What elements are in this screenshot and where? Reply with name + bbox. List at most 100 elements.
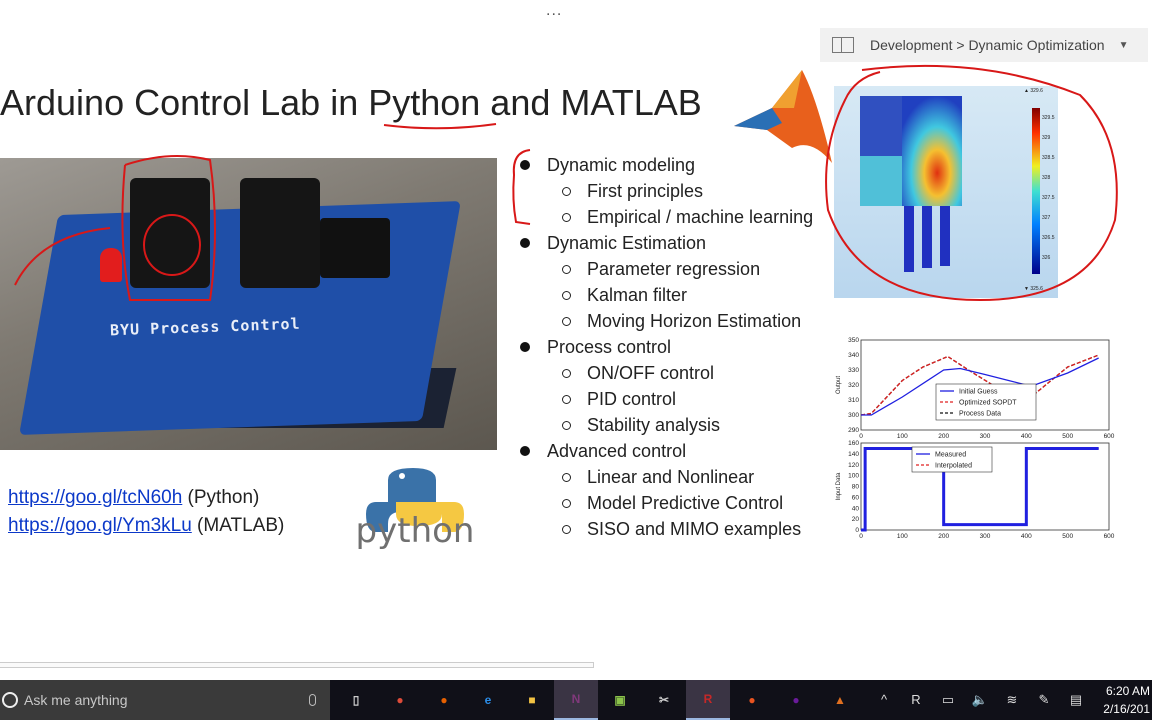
bullet-item: Process control — [520, 334, 813, 360]
cortana-search[interactable]: Ask me anything — [0, 680, 330, 720]
y-tick-label: 20 — [852, 516, 860, 523]
tray-icon[interactable]: ^ — [880, 692, 888, 707]
x-tick-label: 100 — [897, 533, 908, 540]
bullet-icon — [562, 524, 571, 534]
taskbar-task-view[interactable]: ▯ — [334, 680, 378, 720]
bullet-item: Dynamic Estimation — [520, 230, 813, 256]
matlab-link[interactable]: https://goo.gl/Ym3kLu — [8, 515, 192, 536]
bullet-item: Model Predictive Control — [520, 490, 813, 516]
y-tick-label: 60 — [852, 494, 860, 501]
y-tick-label: 290 — [848, 427, 859, 434]
bullet-item: Kalman filter — [520, 282, 813, 308]
x-tick-label: 400 — [1021, 533, 1032, 540]
colorbar-tick: 326 — [1042, 255, 1051, 261]
bullet-icon — [562, 316, 571, 326]
bullet-text: Empirical / machine learning — [587, 207, 814, 227]
tray-icon[interactable]: ▤ — [1069, 692, 1083, 707]
legend-label: Measured — [935, 452, 966, 459]
system-tray: ^ R ▭ 🔈 ≋ ✎ ▤ — [868, 692, 1092, 708]
x-tick-label: 100 — [897, 433, 908, 440]
bullet-icon — [562, 212, 571, 222]
x-tick-label: 0 — [859, 433, 863, 440]
tray-icon[interactable]: ▭ — [941, 692, 955, 707]
taskbar-app-dots[interactable]: ● — [774, 680, 818, 720]
y-tick-label: 160 — [848, 440, 859, 447]
bullet-item: Empirical / machine learning — [520, 204, 813, 230]
x-tick-label: 300 — [980, 533, 991, 540]
taskbar-ubuntu[interactable]: ● — [730, 680, 774, 720]
bullet-icon — [520, 446, 530, 456]
bullet-text: ON/OFF control — [587, 363, 715, 383]
horizontal-scrollbar[interactable] — [0, 662, 594, 668]
taskbar-r-app[interactable]: R — [686, 680, 730, 720]
colorbar-tick: 328.5 — [1042, 155, 1055, 161]
date: 2/16/201 — [1103, 702, 1150, 716]
links: https://goo.gl/tcN60h (Python) https://g… — [8, 484, 284, 540]
task-view-icon: ▯ — [352, 693, 360, 707]
chevron-down-icon[interactable]: ▼ — [1118, 39, 1129, 51]
clock[interactable]: 6:20 AM 2/16/201 — [1103, 682, 1152, 718]
bullet-item: First principles — [520, 178, 813, 204]
bullet-text: Kalman filter — [587, 285, 688, 305]
python-link[interactable]: https://goo.gl/tcN60h — [8, 487, 183, 508]
bullet-icon — [562, 368, 571, 378]
y-tick-label: 140 — [848, 451, 859, 458]
x-tick-label: 600 — [1104, 433, 1115, 440]
taskbar-snipping-tool[interactable]: ✂ — [642, 680, 686, 720]
colorbar-tick: 327.5 — [1042, 195, 1055, 201]
taskbar-matlab[interactable]: ▲ — [818, 680, 862, 720]
led — [100, 248, 122, 282]
taskbar-firefox[interactable]: ● — [422, 680, 466, 720]
bullet-text: Advanced control — [547, 441, 687, 461]
more-options[interactable]: ... — [546, 2, 563, 19]
taskbar-edge[interactable]: e — [466, 680, 510, 720]
microphone-icon[interactable] — [309, 694, 316, 706]
colorbar-tick: 329 — [1042, 135, 1051, 141]
onenote-icon: N — [571, 692, 581, 706]
taskbar-file-explorer[interactable]: ■ — [510, 680, 554, 720]
bullet-item: PID control — [520, 386, 813, 412]
bullet-text: Model Predictive Control — [587, 493, 784, 513]
taskbar-chrome[interactable]: ● — [378, 680, 422, 720]
y-tick-label: 120 — [848, 462, 859, 469]
tray-icon[interactable]: R — [911, 692, 921, 707]
bullet-item: Linear and Nonlinear — [520, 464, 813, 490]
bullet-item: Parameter regression — [520, 256, 813, 282]
x-tick-label: 600 — [1104, 533, 1115, 540]
notebook-breadcrumb[interactable]: Development > Dynamic Optimization ▼ — [820, 28, 1148, 62]
y-axis-label: Output — [836, 376, 842, 394]
bullet-icon — [562, 264, 571, 274]
y-tick-label: 340 — [848, 352, 859, 359]
legend-label: Interpolated — [935, 463, 972, 470]
y-tick-label: 320 — [848, 382, 859, 389]
x-tick-label: 400 — [1021, 433, 1032, 440]
bullet-item: Moving Horizon Estimation — [520, 308, 813, 334]
tray-icon[interactable]: ≋ — [1006, 692, 1018, 707]
arduino-board-photo: BYU Process Control — [0, 158, 497, 450]
taskbar-onenote[interactable]: N — [554, 680, 598, 720]
taskbar-notepad-plus[interactable]: ▣ — [598, 680, 642, 720]
legend — [911, 446, 993, 473]
search-placeholder: Ask me anything — [24, 692, 128, 708]
bullet-text: Linear and Nonlinear — [587, 467, 755, 487]
y-axis-label: Input Data — [836, 472, 842, 500]
cortana-icon — [2, 692, 18, 708]
bullet-item: Advanced control — [520, 438, 813, 464]
bullet-text: Moving Horizon Estimation — [587, 311, 802, 331]
bullet-item: SISO and MIMO examples — [520, 516, 813, 542]
tray-icon[interactable]: 🔈 — [971, 692, 989, 707]
bullet-text: SISO and MIMO examples — [587, 519, 802, 539]
file-explorer-icon: ■ — [528, 693, 536, 707]
legend-label: Optimized SOPDT — [959, 400, 1017, 407]
colorbar-tick: 326.5 — [1042, 235, 1055, 241]
bullet-text: Dynamic modeling — [547, 155, 696, 175]
y-tick-label: 300 — [848, 412, 859, 419]
x-tick-label: 200 — [938, 433, 949, 440]
bullet-icon — [562, 394, 571, 404]
y-tick-label: 40 — [852, 505, 860, 512]
bullet-icon — [562, 472, 571, 482]
breadcrumb-text: Development > Dynamic Optimization — [870, 37, 1105, 53]
bullet-icon — [520, 160, 530, 170]
tray-icon[interactable]: ✎ — [1038, 692, 1050, 707]
